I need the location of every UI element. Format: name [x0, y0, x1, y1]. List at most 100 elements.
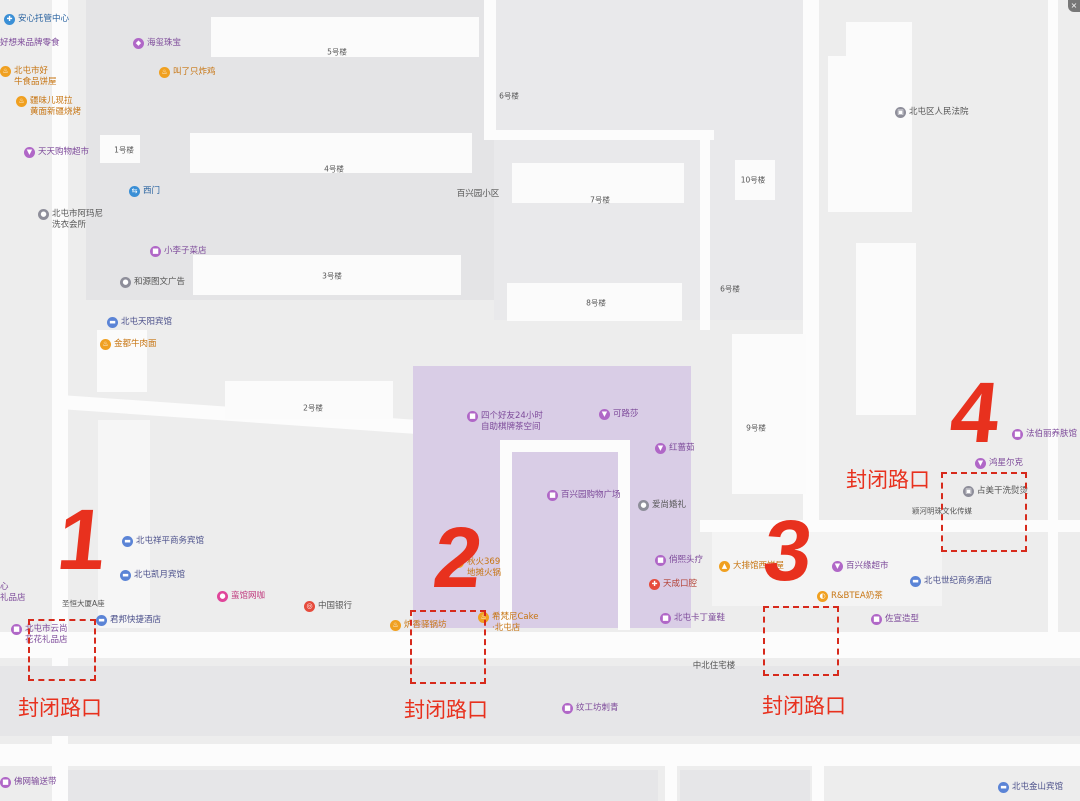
poi-marker[interactable]: ◎中国银行 [304, 601, 352, 612]
building-9 [732, 334, 806, 494]
poi-marker[interactable]: ■法伯丽养肤馆 [1012, 429, 1077, 440]
poi-marker[interactable]: ▲大排馆西饼屋 [719, 561, 784, 572]
gaming-icon: ● [217, 591, 228, 602]
poi-marker[interactable]: ◐R&BTEA奶茶 [817, 591, 883, 602]
building-south-row [0, 666, 1080, 736]
poi-marker[interactable]: ⇆西门 [129, 186, 160, 197]
cart-icon: ▼ [24, 147, 35, 158]
poi-marker[interactable]: ▼天天购物超市 [24, 147, 89, 158]
road-far-right [1048, 0, 1058, 640]
court-building [828, 56, 912, 212]
building-label: 8号楼 [586, 298, 606, 308]
cake-icon: ♨ [478, 612, 489, 623]
poi-marker[interactable]: ■纹工坊刺青 [562, 703, 619, 714]
clothing-icon: ▼ [975, 458, 986, 469]
hotel-icon: ▬ [107, 317, 118, 328]
poi-marker[interactable]: ✚安心托管中心 [4, 14, 69, 25]
spa-icon: ■ [655, 555, 666, 566]
closure-label-2: 封闭路口 [404, 698, 488, 722]
poi-marker[interactable]: ▬北屯天阳宾馆 [107, 317, 172, 328]
closure-number-2: 2 [429, 510, 487, 606]
print-icon: ● [120, 277, 131, 288]
clothing-icon: ▼ [599, 409, 610, 420]
bakery-icon: ▲ [719, 561, 730, 572]
poi-marker[interactable]: ●北屯市阿玛尼 洗衣会所 [38, 209, 103, 231]
poi-marker[interactable]: ♨叫了只炸鸡 [159, 67, 216, 78]
building-label: 5号楼 [327, 47, 347, 57]
road-south-vertical-2 [812, 766, 824, 801]
poi-marker[interactable]: ●蛮馆网咖 [217, 591, 265, 602]
care-center-icon: ✚ [4, 14, 15, 25]
poi-marker[interactable]: ▼可路莎 [599, 409, 639, 420]
poi-marker[interactable]: ♨北屯市好 牛食品饼屋 [0, 66, 57, 88]
road-south-vertical [665, 766, 677, 801]
poi-marker[interactable]: ●和源图文广告 [120, 277, 185, 288]
poi-marker[interactable]: ■北屯市云尚 花花礼品店 [11, 624, 68, 646]
poi-marker[interactable]: ♨金都牛肉面 [100, 339, 157, 350]
bank-icon: ◎ [304, 601, 315, 612]
poi-marker[interactable]: ♨秋火369 地摊火锅 [453, 557, 501, 579]
poi-marker[interactable]: ◆海玺珠宝 [133, 38, 181, 49]
road-inner-1 [494, 130, 714, 140]
poi-marker[interactable]: ▬北屯祥平商务宾馆 [122, 536, 204, 547]
court-building-top [846, 22, 912, 56]
building-4 [190, 133, 472, 173]
poi-marker[interactable]: ♨疆味儿现拉 黄面新疆烧烤 [16, 96, 81, 118]
building-2 [225, 381, 393, 419]
hotel-icon: ▬ [910, 576, 921, 587]
closure-label-4: 封闭路口 [846, 468, 930, 492]
shop-icon: ■ [467, 411, 478, 422]
poi-marker[interactable]: 圣恒大厦A座 [62, 599, 105, 608]
road-south [0, 744, 1080, 766]
poi-marker[interactable]: ■佐宣造型 [871, 614, 919, 625]
poi-marker[interactable]: ▬君邦快捷酒店 [96, 615, 161, 626]
poi-marker[interactable]: ▼红蔷茹 [655, 443, 695, 454]
building-label: 2号楼 [303, 403, 323, 413]
plaza-loop-road-left [500, 440, 512, 630]
closure-label-3: 封闭路口 [762, 694, 846, 718]
plaza-loop-road [500, 440, 630, 452]
poi-marker[interactable]: ●爱尚婚礼 [638, 500, 686, 511]
poi-marker[interactable]: ♨炉香驿锅坊 [390, 620, 447, 631]
poi-marker[interactable]: ■北屯卡丁童鞋 [660, 613, 725, 624]
hotpot-icon: ♨ [453, 557, 464, 568]
poi-marker[interactable]: ▣北屯区人民法院 [895, 107, 969, 118]
poi-marker[interactable]: 心 礼品店 [0, 582, 26, 603]
building-east [856, 243, 916, 415]
clothing-icon: ▼ [655, 443, 666, 454]
poi-marker[interactable]: ▬北屯金山宾馆 [998, 782, 1063, 793]
poi-marker[interactable]: ▼鸿星尔克 [975, 458, 1023, 469]
poi-marker[interactable]: ■小李子菜店 [150, 246, 207, 257]
road-north-vertical [484, 0, 496, 140]
poi-marker[interactable]: ▬北屯世纪商务酒店 [910, 576, 992, 587]
hotel-icon: ▬ [120, 570, 131, 581]
laundry-icon: ● [38, 209, 49, 220]
poi-marker[interactable]: ▬北屯凯月宾馆 [120, 570, 185, 581]
hotel-icon: ▬ [122, 536, 133, 547]
closure-box-2 [410, 610, 486, 684]
tea-icon: ◐ [817, 591, 828, 602]
poi-marker[interactable]: ■俏熙头疗 [655, 555, 703, 566]
poi-marker[interactable]: ✚天成口腔 [649, 579, 697, 590]
laundry-icon: ▣ [963, 486, 974, 497]
building-10 [735, 160, 775, 200]
poi-marker[interactable]: ■百兴园购物广场 [547, 490, 621, 501]
close-icon[interactable]: × [1068, 0, 1080, 12]
cart-icon: ▼ [832, 561, 843, 572]
closure-box-3 [763, 606, 839, 676]
poi-marker[interactable]: 好想来品牌零食 [0, 38, 60, 48]
closure-label-1: 封闭路口 [18, 696, 102, 720]
food-icon: ♨ [390, 620, 401, 631]
hotel-icon: ▬ [998, 782, 1009, 793]
beauty-icon: ■ [1012, 429, 1023, 440]
poi-marker[interactable]: ♨希梵尼Cake ·北屯店 [478, 612, 539, 634]
poi-marker[interactable]: ▼百兴缘超市 [832, 561, 889, 572]
poi-marker[interactable]: ■四个好友24小时 自助棋牌茶空间 [467, 411, 543, 433]
closure-box-1 [28, 619, 96, 681]
poi-marker[interactable]: ▣占美干洗熨烫 [963, 486, 1028, 497]
building-1 [100, 135, 140, 163]
court-icon: ▣ [895, 107, 906, 118]
salon-icon: ■ [871, 614, 882, 625]
poi-marker[interactable]: ■佛网输送带 [0, 777, 57, 788]
